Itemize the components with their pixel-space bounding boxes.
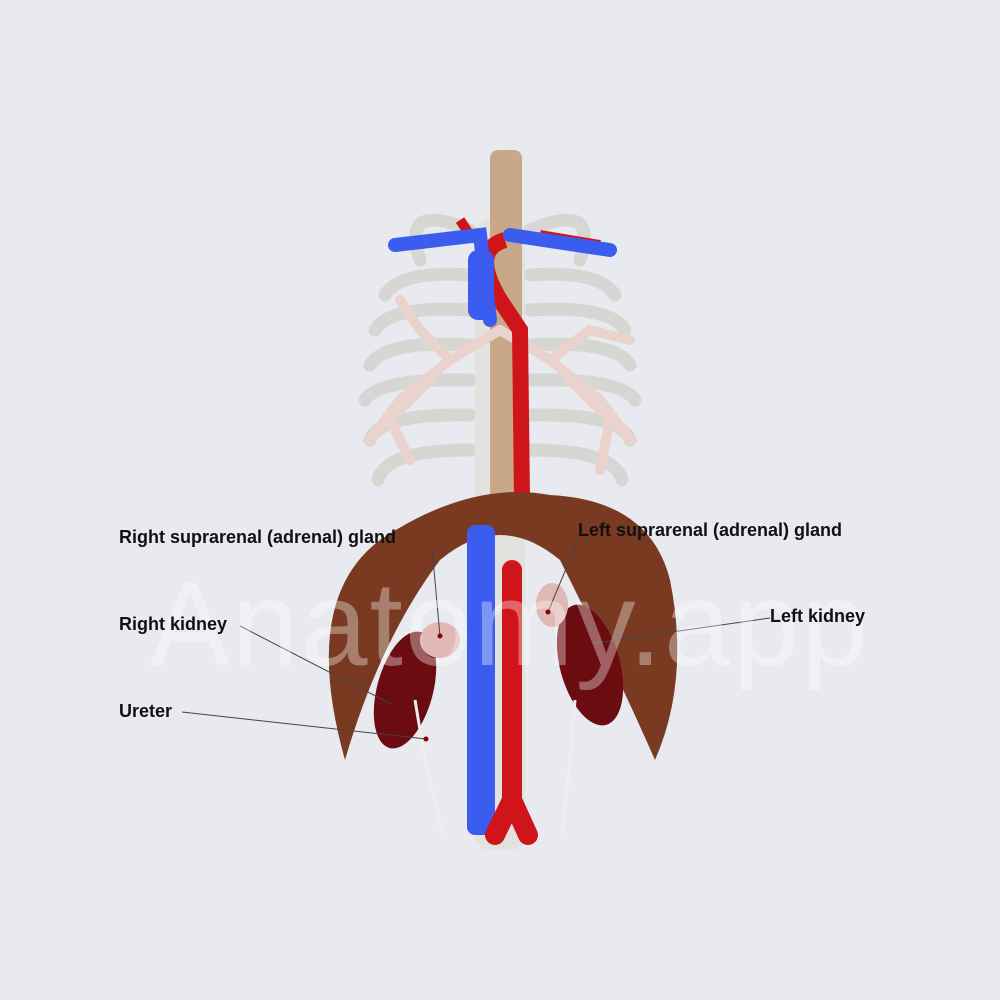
label-left-suprarenal-gland: Left suprarenal (adrenal) gland — [578, 520, 843, 540]
kidneys — [373, 604, 624, 749]
abdominal-vessels — [467, 525, 538, 845]
great-vessels — [388, 217, 617, 501]
label-points — [423, 609, 551, 742]
label-left-kidney: Left kidney — [770, 606, 866, 626]
label-right-kidney: Right kidney — [119, 614, 228, 634]
ureters — [413, 699, 577, 836]
label-ureter: Ureter — [119, 701, 173, 721]
adrenal-glands — [420, 583, 568, 658]
label-right-suprarenal-gland: Right suprarenal (adrenal) gland — [119, 527, 397, 547]
leader-lines — [181, 539, 771, 740]
watermark: Anatomy.app — [150, 557, 871, 691]
diaphragm — [328, 492, 678, 760]
